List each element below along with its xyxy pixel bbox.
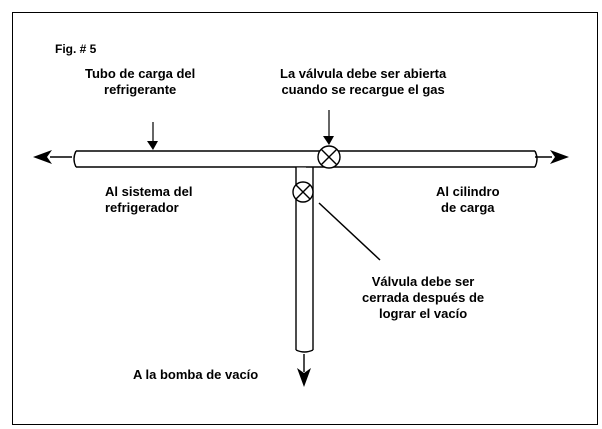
label-valve-closed-line1: Válvula debe ser <box>371 274 475 289</box>
label-to-pump: A la bomba de vacío <box>133 367 259 382</box>
label-valve-closed: Válvula debe ser cerrada después de logr… <box>362 274 484 322</box>
label-valve-open-line2: cuando se recargue el gas <box>281 82 445 97</box>
label-to-system-line2: refrigerador <box>105 200 179 215</box>
label-charge-tube-line1: Tubo de carga del <box>85 66 196 81</box>
figure-label: Fig. # 5 <box>55 42 97 56</box>
pointer-valve-closed <box>318 202 381 261</box>
label-valve-closed-line2: cerrada después de <box>362 290 485 305</box>
arrow-left-icon <box>33 150 72 164</box>
label-valve-closed-line3: lograr el vacío <box>378 306 468 321</box>
label-to-system-line1: Al sistema del <box>105 184 193 199</box>
pointer-valve-open <box>323 110 334 145</box>
arrow-right-icon <box>535 150 569 164</box>
label-valve-open-line1: La válvula debe ser abierta <box>280 66 447 81</box>
figure-frame <box>12 12 598 425</box>
horizontal-pipe <box>73 150 538 168</box>
valve-open-icon <box>317 145 341 169</box>
label-to-cylinder: Al cilindro de carga <box>436 184 500 216</box>
label-charge-tube: Tubo de carga del refrigerante <box>85 66 195 98</box>
pointer-charge-tube <box>147 122 158 150</box>
valve-closed-icon <box>292 181 314 203</box>
label-to-cylinder-line2: de carga <box>441 200 495 215</box>
arrow-down-icon <box>297 354 311 387</box>
label-to-system: Al sistema del refrigerador <box>105 184 192 216</box>
label-valve-open: La válvula debe ser abierta cuando se re… <box>280 66 446 98</box>
label-charge-tube-line2: refrigerante <box>104 82 177 97</box>
label-to-cylinder-line1: Al cilindro <box>436 184 500 199</box>
